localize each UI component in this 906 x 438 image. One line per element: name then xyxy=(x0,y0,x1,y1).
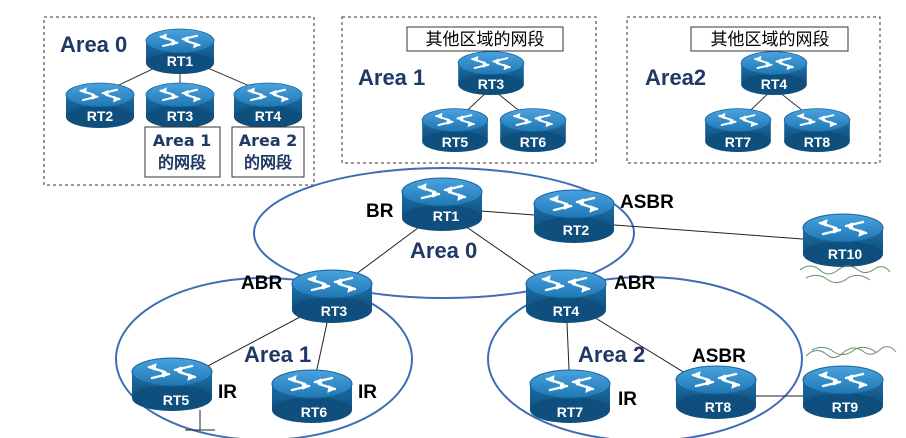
area2-label: Area 2 xyxy=(578,342,645,367)
router-label-rt4: RT4 xyxy=(553,303,580,319)
summary-area2-box: 其他区域的网段 Area2 RT4 RT7 RT8 xyxy=(626,16,881,164)
area1-note-line2: 的网段 xyxy=(158,153,207,172)
router-label: RT3 xyxy=(478,76,505,92)
router-label: RT6 xyxy=(520,134,547,150)
area2-caption: 其他区域的网段 xyxy=(711,30,830,50)
router-label: RT5 xyxy=(442,134,469,150)
router-label: RT3 xyxy=(167,108,194,124)
role-ir-rt7: IR xyxy=(618,389,637,410)
router-label-rt2: RT2 xyxy=(563,222,590,238)
summary-area2-title: Area2 xyxy=(645,65,706,90)
router-label-rt1: RT1 xyxy=(433,208,460,224)
summary-area1-box: 其他区域的网段 Area 1 RT3 RT5 RT6 xyxy=(341,16,597,164)
area1-note-box xyxy=(144,126,221,178)
area1-caption: 其他区域的网段 xyxy=(426,30,545,50)
role-abr-left: ABR xyxy=(241,273,282,294)
router-label-rt10: RT10 xyxy=(828,246,862,262)
router-label-rt3: RT3 xyxy=(321,303,348,319)
role-asbr-bottom: ASBR xyxy=(692,346,746,367)
role-ir-rt6: IR xyxy=(358,382,377,403)
external-network-squiggle xyxy=(799,265,897,358)
router-label: RT8 xyxy=(804,134,831,150)
router-label: RT2 xyxy=(87,108,114,124)
area1-note-line1: Area 1 xyxy=(153,131,212,150)
area2-note-box xyxy=(231,126,305,178)
role-asbr-top: ASBR xyxy=(620,192,674,213)
router-label-rt6: RT6 xyxy=(301,404,328,420)
router-label: RT4 xyxy=(255,108,282,124)
router-label-rt9: RT9 xyxy=(832,399,859,415)
role-abr-right: ABR xyxy=(614,273,655,294)
area1-ellipse xyxy=(115,277,413,438)
summary-area0-title: Area 0 xyxy=(60,32,127,57)
router-label: RT4 xyxy=(761,76,788,92)
area2-note-line1: Area 2 xyxy=(239,131,298,150)
area2-caption-box xyxy=(690,26,849,52)
summary-area0-box: Area 0 RT1 RT2 RT3 RT4 Area 1 的网段 Area 2… xyxy=(43,16,315,186)
role-ir-rt5: IR xyxy=(218,382,237,403)
area0-label: Area 0 xyxy=(410,238,477,263)
role-br: BR xyxy=(366,201,394,222)
area0-ellipse xyxy=(253,167,635,299)
router-label-rt8: RT8 xyxy=(705,399,732,415)
area1-caption-box xyxy=(406,26,564,52)
router-label: RT1 xyxy=(167,53,194,69)
summary-area1-title: Area 1 xyxy=(358,65,425,90)
router-label: RT7 xyxy=(725,134,752,150)
router-label-rt5: RT5 xyxy=(163,392,190,408)
router-label-rt7: RT7 xyxy=(557,404,584,420)
area2-ellipse xyxy=(487,276,803,438)
area2-note-line2: 的网段 xyxy=(244,153,293,172)
area1-label: Area 1 xyxy=(244,342,311,367)
